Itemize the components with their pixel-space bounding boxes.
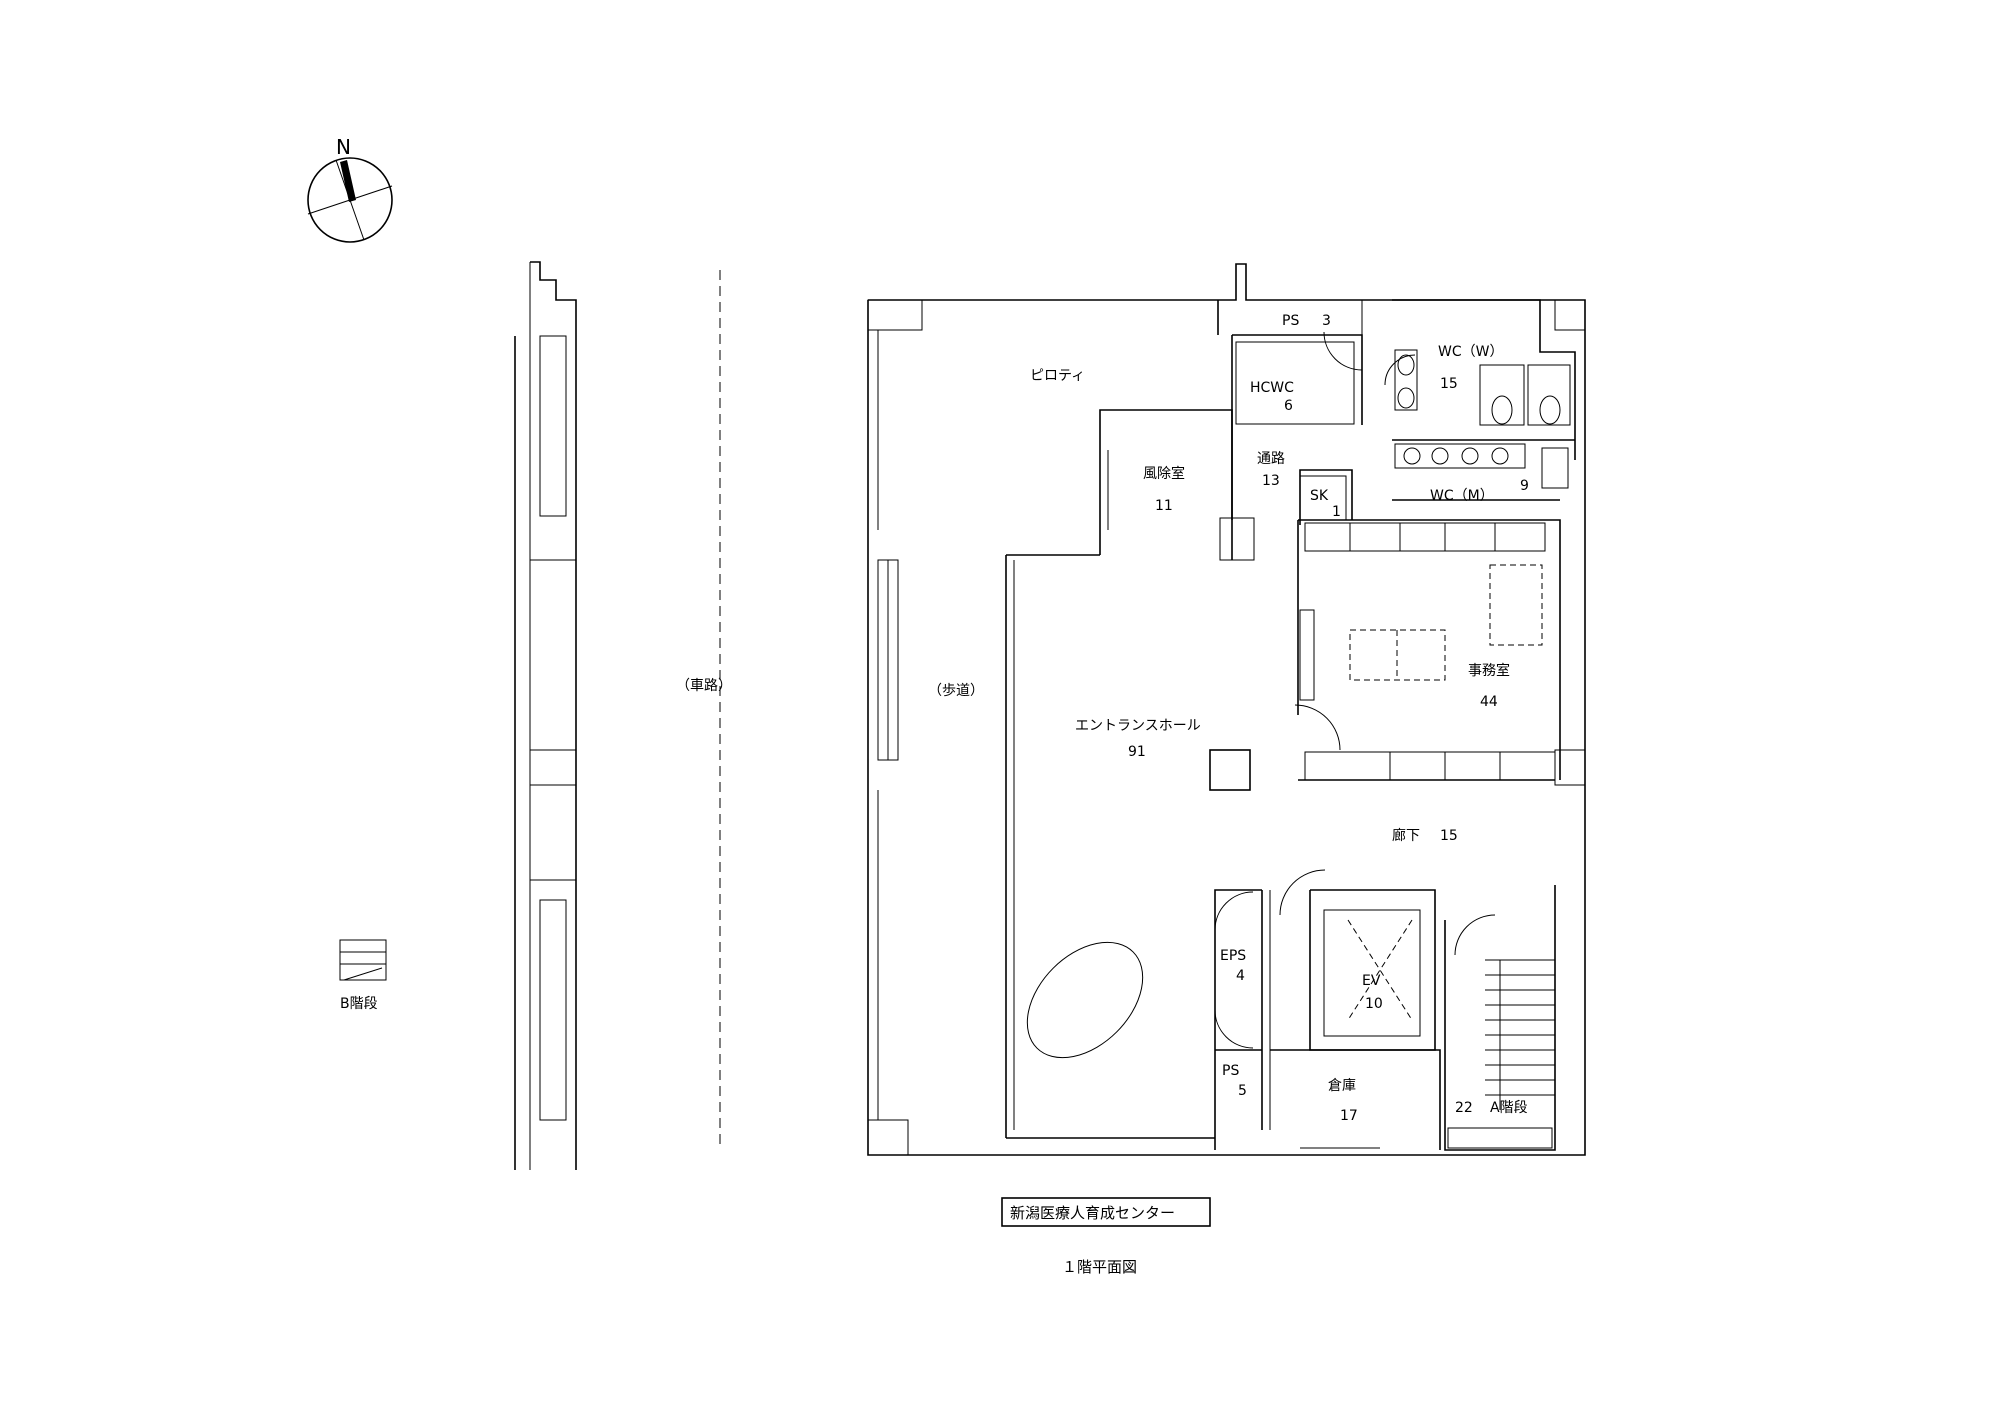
- stair-treads: [1485, 959, 1555, 1110]
- north-arrow: N: [307, 135, 393, 243]
- room-fuujo-name: 風除室: [1143, 465, 1185, 482]
- room-eps-area: 4: [1236, 968, 1245, 984]
- room-piloti-name: ピロティ: [1030, 368, 1085, 384]
- room-souko-area: 17: [1340, 1108, 1358, 1124]
- room-hcwc-name: HCWC: [1250, 380, 1294, 396]
- room-wc-w-area: 15: [1440, 376, 1458, 392]
- room-ps-top-area: 3: [1322, 313, 1331, 329]
- plan-subtitle: １階平面図: [1062, 1258, 1137, 1276]
- room-ps-bot-area: 5: [1238, 1083, 1247, 1099]
- room-rouka-area: 15: [1440, 828, 1458, 844]
- main-building: [867, 263, 1586, 1156]
- room-fuujo-area: 11: [1155, 498, 1173, 514]
- room-tsuuro-area: 13: [1262, 473, 1280, 489]
- room-a-stair-name: A階段: [1490, 1100, 1528, 1116]
- room-labels: ピロティ PS 3 HCWC 6 WC（W） 15 WC（M） 9 風除室 11…: [1030, 313, 1529, 1124]
- room-rouka-name: 廊下: [1392, 827, 1420, 844]
- room-wc-m-area: 9: [1520, 478, 1529, 494]
- b-stair-symbol: [339, 939, 387, 981]
- room-jimu-area: 44: [1480, 694, 1498, 710]
- room-wc-m-name: WC（M）: [1430, 488, 1494, 504]
- room-souko-name: 倉庫: [1328, 1077, 1356, 1094]
- room-ev-area: 10: [1365, 996, 1383, 1012]
- room-eps-name: EPS: [1220, 948, 1246, 964]
- room-ps-bot-name: PS: [1222, 1063, 1239, 1079]
- room-hcwc-area: 6: [1284, 398, 1293, 414]
- room-entrance-area: 91: [1128, 744, 1146, 760]
- room-a-stair-area: 22: [1455, 1100, 1473, 1116]
- title-box: 新潟医療人育成センター: [1010, 1204, 1175, 1222]
- room-sk-area: 1: [1332, 504, 1341, 520]
- label-b-stair: B階段: [340, 996, 378, 1012]
- room-tsuuro-name: 通路: [1257, 451, 1285, 467]
- room-jimu-name: 事務室: [1468, 662, 1510, 679]
- north-label: N: [336, 135, 351, 159]
- room-wc-w-name: WC（W）: [1438, 344, 1503, 360]
- label-sharo: （車路）: [676, 677, 732, 694]
- label-hodou: （歩道）: [928, 683, 984, 699]
- title-box-frame: [1001, 1197, 1211, 1227]
- left-building-strip: [514, 261, 577, 1170]
- room-ev-name: EV: [1362, 973, 1381, 989]
- room-sk-name: SK: [1310, 488, 1329, 504]
- room-ps-top-name: PS: [1282, 313, 1299, 329]
- room-entrance-name: エントランスホール: [1075, 718, 1201, 734]
